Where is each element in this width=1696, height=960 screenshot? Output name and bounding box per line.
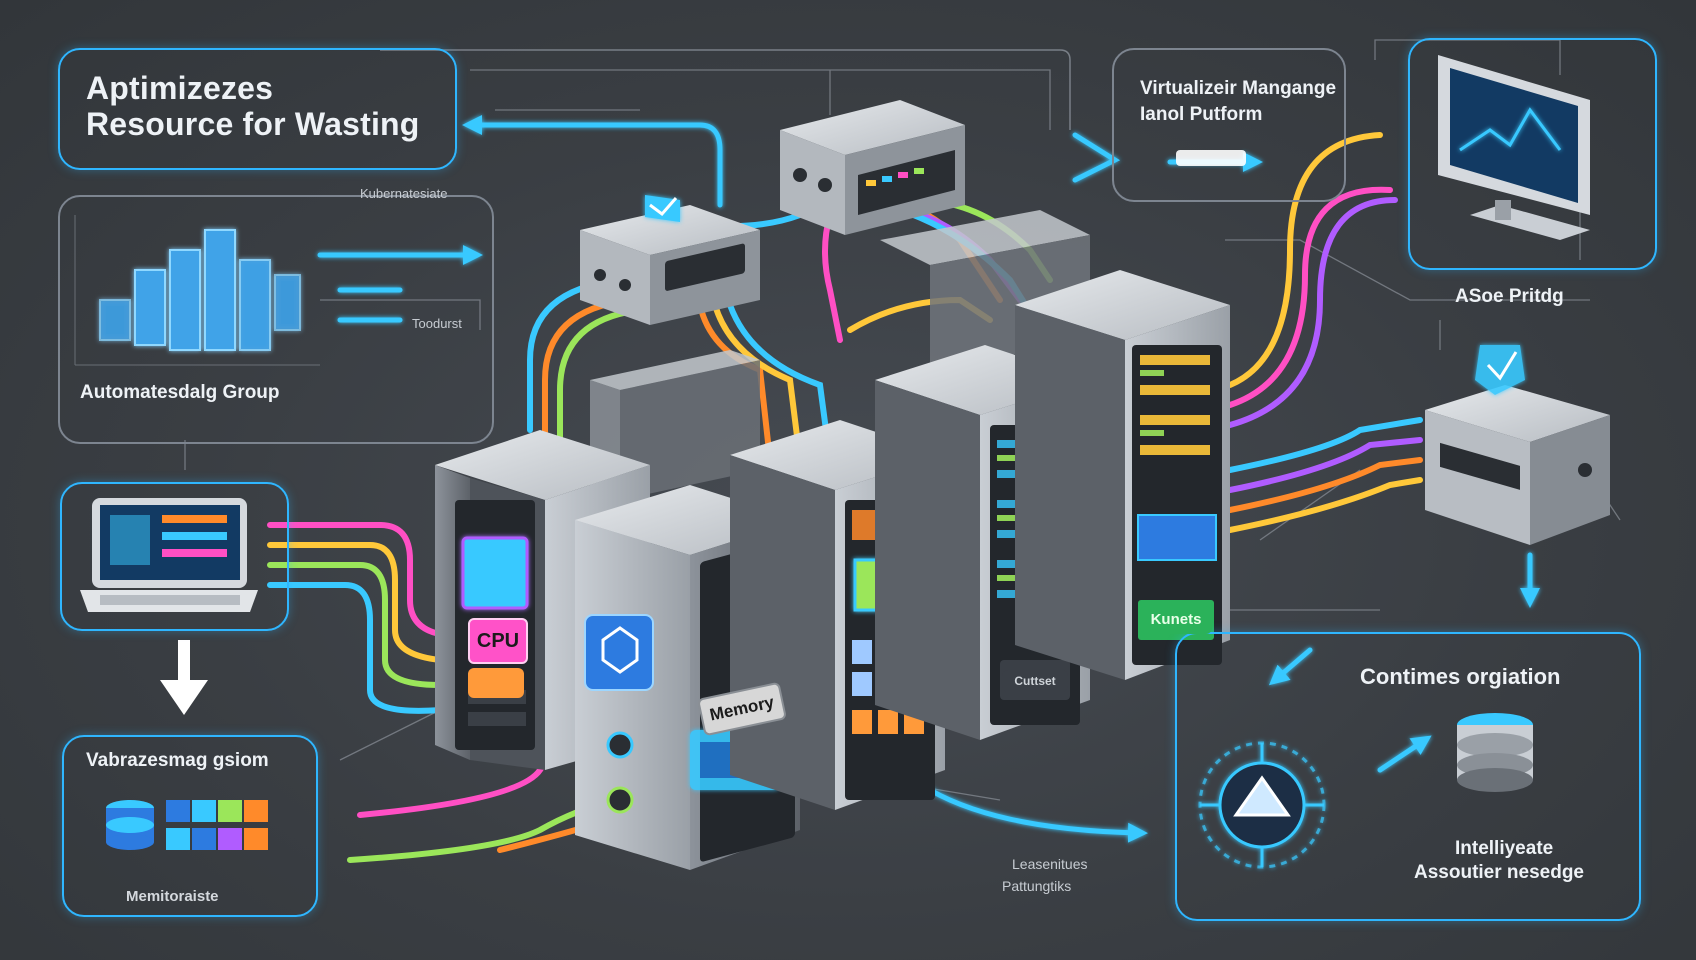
- automated-group-panel: [58, 195, 494, 444]
- bar-chart-icon: [99, 229, 301, 351]
- page-title-line2: Resource for Wasting: [86, 106, 420, 142]
- page-title-line1: Aptimizezes: [86, 70, 274, 106]
- virtual-manage-panel: [1112, 48, 1346, 202]
- database-icon-left: [106, 800, 154, 850]
- monitor-chart-icon: [1438, 55, 1590, 240]
- intelli-line1: Intelliyeate: [1455, 838, 1554, 859]
- chart-grid: [74, 215, 320, 366]
- monitor-label: Memitoraiste: [126, 888, 219, 905]
- storage-tiles: [166, 800, 268, 850]
- cpu-sub-chip: [468, 668, 524, 698]
- down-arrows: [160, 150, 1246, 715]
- kunets-chip: Kunets: [1140, 606, 1212, 634]
- kubernetes-icon: [1198, 741, 1326, 869]
- cpu-chip: CPU: [468, 618, 528, 664]
- title-panel: [58, 48, 457, 170]
- monitor-panel: [1408, 38, 1657, 270]
- continues-label: Contimes orgiation: [1360, 664, 1561, 689]
- asoe-label: ASoe Pritdg: [1455, 286, 1564, 307]
- switch-top-center: [780, 100, 965, 235]
- laptop-panel: [60, 482, 289, 631]
- intelli-line2: Assoutier nesedge: [1414, 862, 1584, 883]
- database-icon-right: [1457, 713, 1533, 792]
- viber-label: Vabrazesmag gsiom: [86, 750, 269, 771]
- switch-top-left: [580, 195, 760, 325]
- viber-panel: [62, 735, 318, 917]
- kubernetes-small-label: Kubernatesiate: [360, 186, 448, 201]
- cables-right: [1227, 132, 1423, 533]
- automated-group-label: Automatesdalg Group: [80, 382, 280, 403]
- lease-line2: Pattungtiks: [1002, 878, 1072, 894]
- toolbar-small-label: Toodurst: [412, 316, 462, 331]
- right-server: [1425, 345, 1610, 545]
- continues-panel: [1175, 632, 1641, 921]
- cluster-chip: Cuttset: [1002, 670, 1068, 692]
- virtual-manage-line1: Virtualizeir Mangange: [1140, 78, 1337, 99]
- lease-line1: Leasenitues: [1012, 856, 1088, 872]
- laptop-dashboard-icon: [80, 498, 258, 612]
- virtual-manage-line2: Ianol Putform: [1140, 104, 1263, 125]
- rack-kubernetes: [1015, 270, 1230, 680]
